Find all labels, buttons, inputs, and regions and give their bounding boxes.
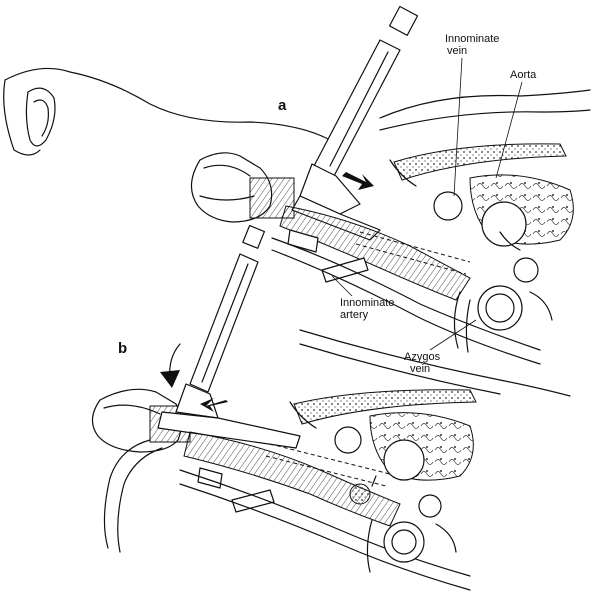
biopsy-node: [349, 483, 371, 505]
panel-label-b: b: [118, 340, 127, 357]
mediastinoscope-a: [291, 5, 419, 241]
innominate-vein: [433, 191, 463, 221]
label-innominate-artery: Innominate artery: [331, 275, 394, 321]
mediastinoscope-b: [157, 224, 301, 449]
svg-text:vein: vein: [447, 45, 467, 57]
azygos-vein: [477, 285, 523, 331]
svg-text:Aorta: Aorta: [510, 69, 537, 81]
svg-text:artery: artery: [340, 309, 369, 321]
label-azygos-vein: Azygos vein: [404, 319, 477, 375]
advance-arrow-a: [342, 172, 374, 190]
trachea-b: [183, 431, 401, 527]
patient-head-outline: [4, 67, 331, 141]
panel-a-drawing: [3, 5, 591, 397]
trachea-a: [279, 205, 471, 301]
svg-text:Innominate: Innominate: [340, 297, 394, 309]
label-aorta: Aorta: [495, 69, 537, 179]
sternum-a: [393, 143, 567, 181]
panel-b-drawing: [91, 224, 477, 591]
svg-text:Azygos: Azygos: [404, 351, 441, 363]
sternum-b: [293, 389, 477, 425]
label-innominate-vein: Innominate vein: [445, 33, 499, 197]
patient-ear: [25, 87, 56, 147]
endotracheal-tube: [103, 439, 151, 549]
svg-text:Innominate: Innominate: [445, 33, 499, 45]
panel-label-a: a: [278, 97, 287, 114]
withdraw-arrow-b: [200, 398, 228, 412]
aorta: [481, 201, 527, 247]
svg-text:vein: vein: [410, 363, 430, 375]
innominate-artery: [287, 229, 319, 253]
